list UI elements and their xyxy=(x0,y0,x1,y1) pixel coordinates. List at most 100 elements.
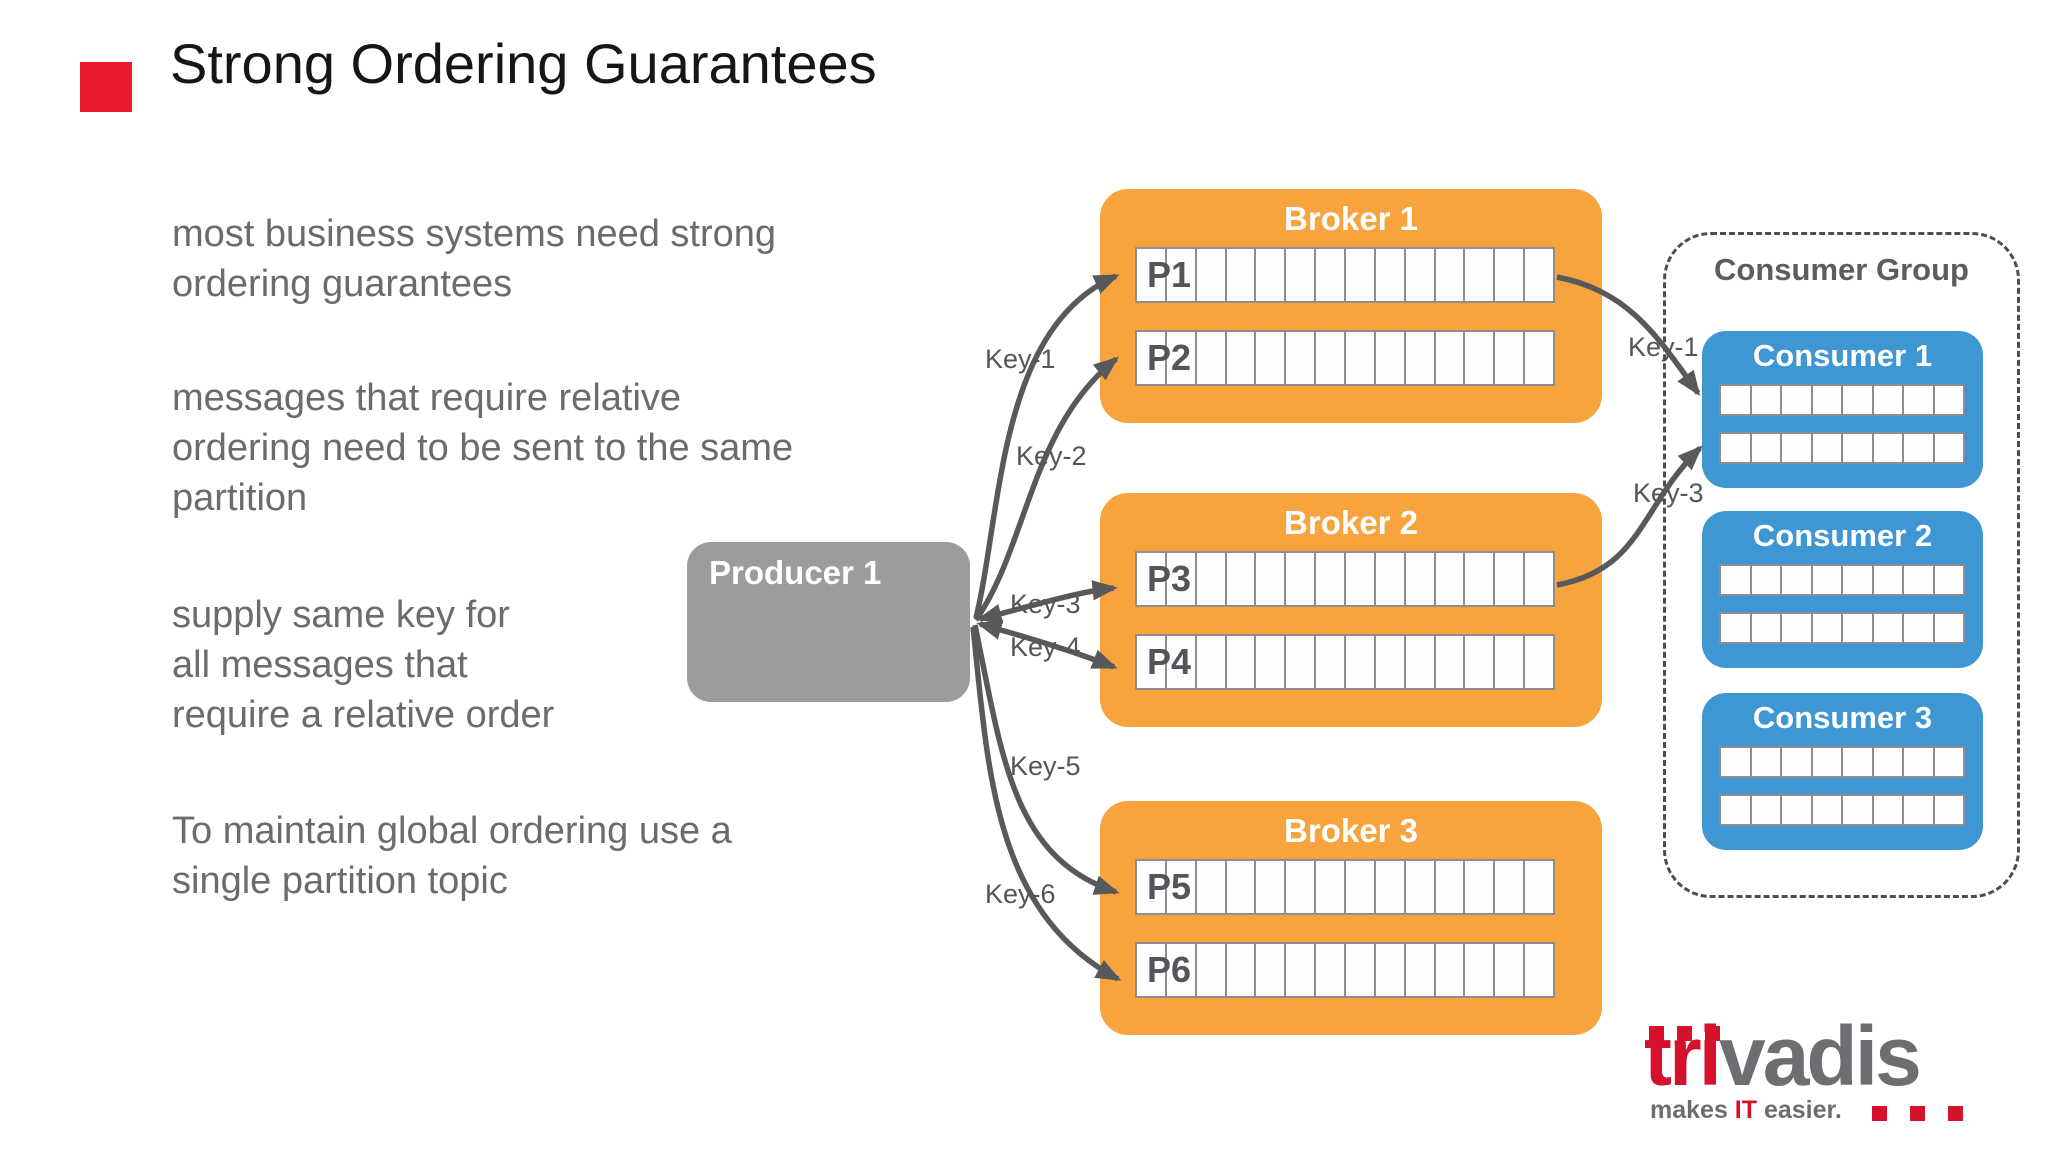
slot-cell xyxy=(1346,944,1374,996)
broker-box: Broker 3 P5 P6 xyxy=(1100,801,1602,1035)
broker-title: Broker 1 xyxy=(1284,200,1418,237)
producer-box: Producer 1 xyxy=(687,542,970,702)
slot-cell xyxy=(1405,249,1434,301)
slot-cell xyxy=(1465,861,1494,913)
slot-cell xyxy=(1495,332,1524,384)
partition-row: P2 xyxy=(1135,330,1555,386)
slot-cell xyxy=(1873,434,1902,462)
slot-cell xyxy=(1934,566,1963,594)
slot-cell xyxy=(1375,636,1404,688)
slot-cell xyxy=(1751,748,1780,776)
slot-cell xyxy=(1934,748,1963,776)
consumer-slot-row xyxy=(1719,612,1965,644)
consumer-slot-row xyxy=(1719,432,1965,464)
slot-cell xyxy=(1286,636,1315,688)
slot-cell xyxy=(1721,434,1750,462)
slot-cell xyxy=(1904,748,1933,776)
slot-cell xyxy=(1465,553,1494,605)
slot-cell xyxy=(1375,861,1404,913)
logo-word-gray: vadis xyxy=(1719,1009,1922,1103)
slot-cell xyxy=(1721,386,1750,414)
slot-strip xyxy=(1719,432,1965,464)
slot-cell xyxy=(1934,614,1963,642)
slot-strip xyxy=(1719,384,1965,416)
slot-cell xyxy=(1226,553,1255,605)
arrow-key2-to-p2 xyxy=(973,356,1119,622)
slot-cell xyxy=(1721,796,1750,824)
slot-cell xyxy=(1256,944,1285,996)
page-title: Strong Ordering Guarantees xyxy=(170,32,877,95)
slot-cell xyxy=(1316,553,1345,605)
slot-cell xyxy=(1405,553,1434,605)
slot-strip xyxy=(1719,612,1965,644)
slot-cell xyxy=(1346,861,1374,913)
slot-cell xyxy=(1751,386,1780,414)
slot-cell xyxy=(1751,614,1780,642)
slot-cell xyxy=(1196,636,1225,688)
slot-strip xyxy=(1719,794,1965,826)
slot-cell xyxy=(1405,861,1434,913)
consumer-title: Consumer 2 xyxy=(1752,518,1933,553)
slot-cell xyxy=(1166,249,1195,301)
slot-cell xyxy=(1286,944,1315,996)
arrow-key6-to-p6 xyxy=(970,626,1122,982)
slot-cell xyxy=(1316,944,1345,996)
slot-cell xyxy=(1316,636,1345,688)
key-label: Key-5 xyxy=(1010,751,1081,781)
slot-cell xyxy=(1405,636,1434,688)
slot-cell xyxy=(1435,553,1464,605)
slot-cell xyxy=(1405,944,1434,996)
logo-dot xyxy=(1872,1106,1887,1121)
slot-cell xyxy=(1435,636,1464,688)
body-paragraph: messages that require relative ordering … xyxy=(172,377,794,519)
consumer-group-title: Consumer Group xyxy=(1714,252,1969,287)
slot-cell xyxy=(1904,386,1933,414)
trivadis-logo-dots-top xyxy=(1649,1026,1720,1041)
slot-cell xyxy=(1465,249,1494,301)
partition-label: P3 xyxy=(1147,558,1192,599)
slot-cell xyxy=(1904,566,1933,594)
slot-cell xyxy=(1286,861,1315,913)
partition-row: P1 xyxy=(1135,247,1555,303)
slot-cell xyxy=(1873,386,1902,414)
slot-cell xyxy=(1843,434,1872,462)
slot-cell xyxy=(1196,944,1225,996)
logo-dot xyxy=(1649,1026,1664,1041)
slot-cell xyxy=(1226,861,1255,913)
slot-cell xyxy=(1346,553,1374,605)
consumer-title: Consumer 1 xyxy=(1752,338,1933,373)
slot-cell xyxy=(1286,553,1315,605)
slot-cell xyxy=(1435,944,1464,996)
slot-cell xyxy=(1495,553,1524,605)
slot-strip xyxy=(1135,330,1555,386)
slot-cell xyxy=(1751,434,1780,462)
slot-cell xyxy=(1316,332,1345,384)
slot-cell xyxy=(1375,553,1404,605)
slot-cell xyxy=(1843,748,1872,776)
slot-cell xyxy=(1751,796,1780,824)
slot-strip xyxy=(1719,746,1965,778)
logo-dot xyxy=(1948,1106,1963,1121)
slot-cell xyxy=(1226,944,1255,996)
slot-cell xyxy=(1873,796,1902,824)
slot-cell xyxy=(1465,332,1494,384)
slot-cell xyxy=(1256,553,1285,605)
slot-cell xyxy=(1873,566,1902,594)
slot-cell xyxy=(1721,614,1750,642)
logo-dot xyxy=(1910,1106,1925,1121)
slot-cell xyxy=(1137,249,1165,301)
logo-dot xyxy=(1705,1026,1720,1041)
key-label: Key-1 xyxy=(985,344,1056,374)
slot-cell xyxy=(1812,796,1841,824)
slot-cell xyxy=(1782,796,1811,824)
slot-cell xyxy=(1495,861,1524,913)
consumer-slot-row xyxy=(1719,564,1965,596)
slot-cell xyxy=(1166,636,1195,688)
title-bullet-square xyxy=(80,62,132,112)
tagline-post: easier. xyxy=(1757,1096,1842,1124)
slot-cell xyxy=(1346,636,1374,688)
slot-cell xyxy=(1375,332,1404,384)
broker-box: Broker 1 P1 P2 xyxy=(1100,189,1602,423)
slot-cell xyxy=(1782,386,1811,414)
